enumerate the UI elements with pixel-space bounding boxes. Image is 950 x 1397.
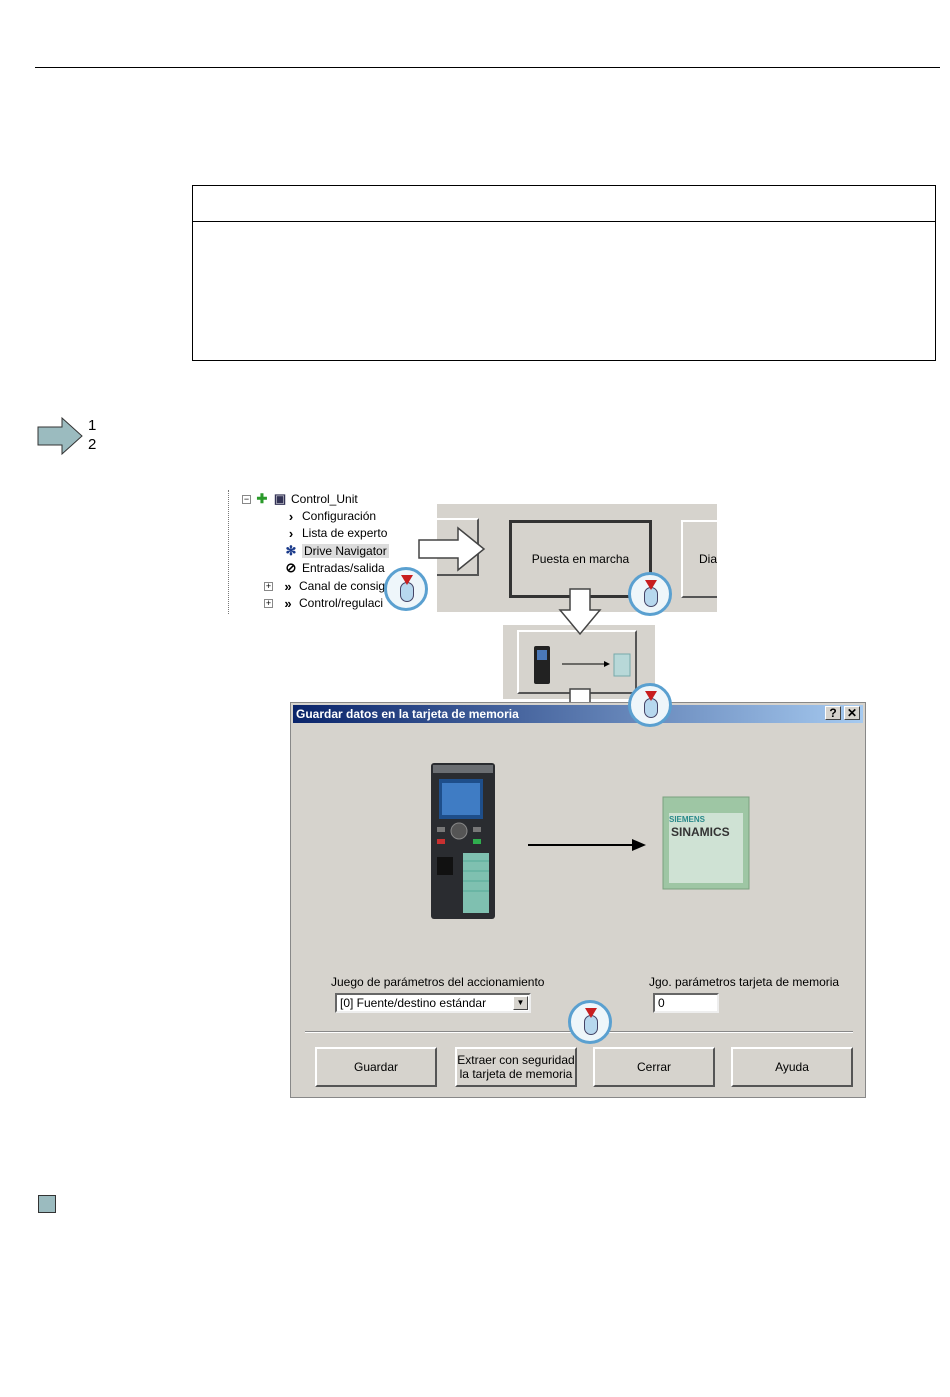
header-rule [35, 67, 940, 68]
help-label: Ayuda [775, 1060, 809, 1074]
tree-item-expert-list[interactable]: › Lista de experto [284, 525, 388, 541]
note-box [192, 185, 936, 361]
chevron-right-icon: › [288, 508, 294, 524]
diagnostics-label: Dia [699, 552, 717, 566]
help-title-button[interactable]: ? [825, 706, 841, 720]
chevron-right-icon: › [288, 525, 294, 541]
memory-card-shape [662, 796, 750, 890]
card-param-label: Jgo. parámetros tarjeta de memoria [649, 975, 840, 989]
note-box-divider [193, 221, 935, 222]
memory-card-image: SIEMENS SINAMICS [661, 795, 751, 891]
project-tree: − ✚ ▣ Control_Unit › Configuración › Lis… [228, 490, 438, 614]
navigator-gear-icon: ✻ [285, 543, 297, 558]
device-to-card-icon [534, 646, 631, 684]
card-param-field[interactable]: 0 [653, 993, 719, 1013]
end-of-procedure-marker [38, 1195, 56, 1213]
param-set-select[interactable]: [0] Fuente/destino estándar ▼ [335, 993, 531, 1013]
commissioning-label: Puesta en marcha [531, 552, 630, 566]
tree-item-control-unit[interactable]: − ✚ ▣ Control_Unit [242, 491, 358, 507]
param-set-label: Juego de parámetros del accionamiento [331, 975, 545, 989]
tree-root-label: Control_Unit [291, 492, 358, 506]
tree-item-inputs-outputs[interactable]: ⊘ Entradas/salida [284, 560, 385, 576]
dialog-titlebar: Guardar datos en la tarjeta de memoria ?… [293, 705, 863, 723]
mouse-click-icon [568, 1000, 612, 1044]
step-numbers: 1 2 [88, 416, 96, 454]
save-card-panel [503, 625, 655, 699]
card-product: SINAMICS [671, 825, 730, 839]
card-param-value: 0 [658, 996, 665, 1010]
plus-connector-icon: ✚ [256, 491, 268, 506]
tree-item-setpoint-channel[interactable]: + » Canal de consig [264, 578, 385, 594]
eject-label-line1: Extraer con seguridad [457, 1053, 575, 1067]
tree-item-label: Canal de consig [299, 579, 386, 593]
tree-item-drive-navigator[interactable]: ✻ Drive Navigator [284, 543, 389, 559]
close-button[interactable]: Cerrar [593, 1047, 715, 1087]
tree-item-label: Entradas/salida [302, 561, 385, 575]
step-number-2: 2 [88, 436, 97, 453]
mouse-click-icon [384, 567, 428, 611]
save-to-card-button[interactable] [517, 630, 637, 694]
transfer-arrow-icon [528, 839, 646, 851]
save-label: Guardar [353, 1060, 399, 1074]
tree-item-label: Drive Navigator [302, 544, 389, 558]
step-number-1: 1 [88, 417, 97, 434]
step-arrow-icon [37, 416, 83, 456]
tree-line [228, 490, 230, 614]
tree-item-label: Control/regulaci [299, 596, 384, 610]
tree-item-control-regulation[interactable]: + » Control/regulaci [264, 595, 383, 611]
dialog-title: Guardar datos en la tarjeta de memoria [296, 707, 519, 721]
close-title-button[interactable]: ✕ [844, 706, 860, 720]
flow-arrow-right-icon [418, 526, 486, 572]
io-icon: ⊘ [285, 560, 297, 575]
tree-item-label: Lista de experto [302, 526, 388, 540]
param-set-value: [0] Fuente/destino estándar [340, 996, 487, 1010]
mouse-click-icon [628, 683, 672, 727]
collapse-icon[interactable]: − [242, 493, 251, 504]
drive-unit-image [431, 763, 495, 919]
tree-item-label: Configuración [302, 509, 377, 523]
eject-card-button[interactable]: Extraer con seguridad la tarjeta de memo… [455, 1047, 577, 1087]
tree-item-configuration[interactable]: › Configuración [284, 508, 376, 524]
eject-label-line2: la tarjeta de memoria [459, 1067, 573, 1081]
double-chevron-icon: » [284, 578, 292, 594]
expand-icon[interactable]: + [264, 597, 273, 608]
double-chevron-icon: » [284, 595, 292, 611]
card-brand: SIEMENS [669, 815, 706, 824]
dropdown-arrow-icon[interactable]: ▼ [513, 996, 528, 1010]
device-icon: ▣ [273, 491, 287, 506]
expand-icon[interactable]: + [264, 580, 273, 591]
diagnostics-button[interactable]: Dia [681, 520, 717, 598]
save-button[interactable]: Guardar [315, 1047, 437, 1087]
commissioning-button[interactable]: Puesta en marcha [509, 520, 652, 598]
help-button[interactable]: Ayuda [731, 1047, 853, 1087]
close-label: Cerrar [636, 1060, 671, 1074]
mouse-click-icon [628, 572, 672, 616]
flow-arrow-down-icon [558, 588, 602, 636]
